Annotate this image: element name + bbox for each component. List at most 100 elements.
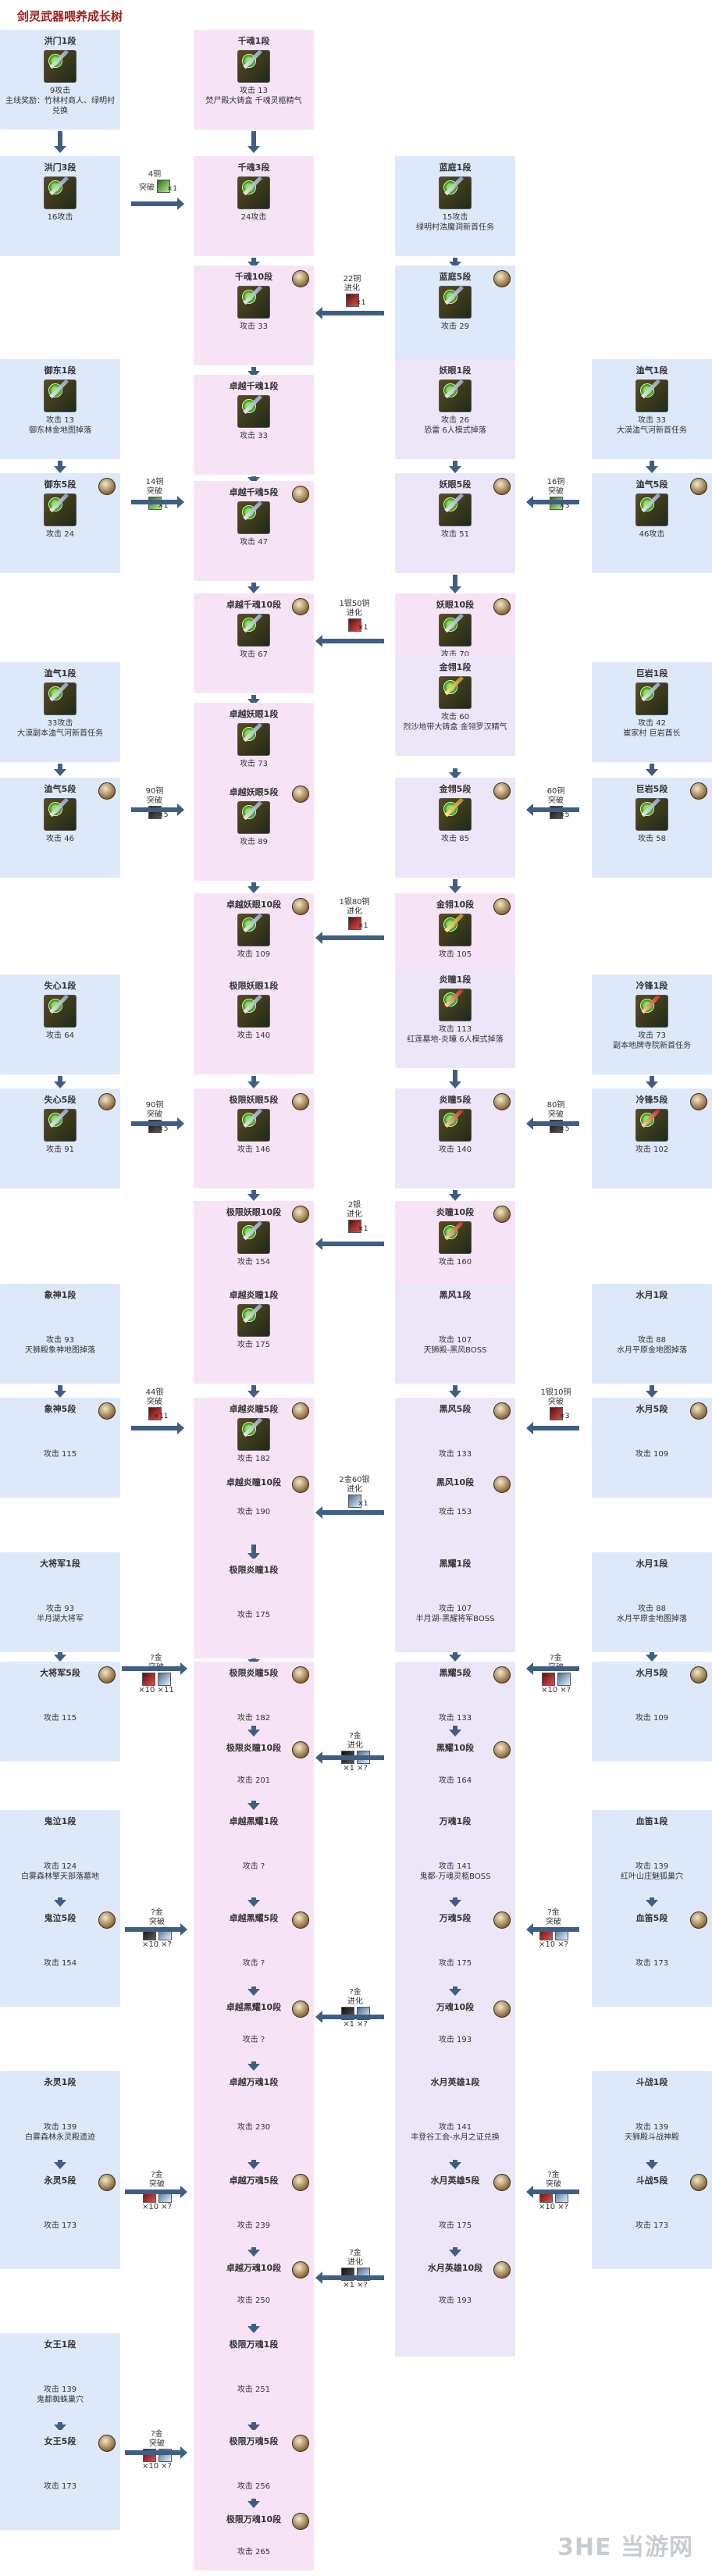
material-label: 进化 <box>347 1997 363 2006</box>
weapon-icon <box>237 176 270 209</box>
material-cost-value: ?金 <box>151 2171 163 2179</box>
node-attack: 33攻击 <box>47 719 73 728</box>
weapon-icon <box>44 994 77 1028</box>
material-icon <box>557 1673 571 1686</box>
node-name: 卓越万魂1段 <box>229 2077 279 2087</box>
material-cost-value: ?金 <box>151 1908 163 1917</box>
node-attack: 攻击 256 <box>237 2482 271 2491</box>
weapon-icon <box>439 1108 472 1142</box>
node-name: 水月5段 <box>635 1668 668 1678</box>
node-attack: 攻击 85 <box>441 835 469 843</box>
node-source: 红莲墓地-炎瞳 6人模式掉落 <box>407 1035 504 1044</box>
left-arrow <box>526 1662 579 1675</box>
node-lanting-1: 蓝庭1段 15攻击 绿明村浩魔洞新首任务 <box>395 156 515 256</box>
node-guiqi-1: 鬼泣1段 攻击 124 白雾森林擎天部落墓地 <box>0 1810 120 1910</box>
grade-badge-icon <box>292 786 309 803</box>
node-yantong-5: 炎瞳5段 攻击 140 <box>395 1088 515 1188</box>
weapon-icon <box>635 682 668 715</box>
node-attack: 攻击 175 <box>237 1341 271 1349</box>
node-source: 鬼都蜘蛛巢穴 <box>37 2396 84 2404</box>
node-zhuoyue-yaoyan-5: 卓越妖眼5段 攻击 89 <box>194 781 314 881</box>
node-name: 金翎5段 <box>439 784 472 794</box>
node-attack: 攻击 140 <box>237 1031 271 1040</box>
node-name: 女王1段 <box>44 2339 77 2350</box>
material-icon: ×3 <box>549 1407 570 1420</box>
down-arrow <box>247 1659 260 1666</box>
down-arrow <box>646 1076 658 1088</box>
grade-badge-icon <box>98 1093 116 1110</box>
node-name: 卓越炎瞳5段 <box>229 1404 279 1414</box>
node-attack: 攻击 ? <box>242 1959 265 1968</box>
material-label: 进化 <box>347 907 362 916</box>
node-source: 崔家村 巨岩酋长 <box>623 729 681 738</box>
down-arrow <box>449 1652 461 1662</box>
node-attack: 16攻击 <box>47 213 73 222</box>
material-cost: 1银80铜 进化 ×1 <box>325 898 384 930</box>
down-arrow <box>449 461 461 473</box>
node-jixian-wanhun-10: 极限万魂10段 攻击 265 <box>194 2508 314 2571</box>
down-arrow <box>449 1726 461 1737</box>
down-arrow <box>646 1652 658 1662</box>
weapon-icon <box>237 1108 270 1142</box>
material-cost-value: ?金 <box>550 1654 562 1662</box>
grade-badge-icon <box>493 2001 511 2018</box>
left-arrow <box>315 2271 384 2284</box>
material-icon: ×1 <box>347 1495 368 1508</box>
left-arrow <box>526 1923 579 1936</box>
material-qty: ×10 ×? <box>541 1686 571 1694</box>
material-label: 突破 <box>149 2439 165 2448</box>
grade-badge-icon <box>98 782 116 800</box>
node-attack: 攻击 140 <box>438 1145 472 1154</box>
node-attack: 攻击 124 <box>43 1862 77 1871</box>
node-name: 炎瞳5段 <box>439 1095 472 1105</box>
material-cost-value: ?金 <box>150 1654 162 1662</box>
material-icon <box>157 1673 171 1686</box>
material-label: 突破 <box>548 487 564 496</box>
node-attack: 攻击 29 <box>441 322 469 331</box>
node-attack: 攻击 67 <box>240 650 268 659</box>
node-name: 卓越黑耀1段 <box>229 1816 279 1826</box>
weapon-icon <box>635 994 668 1028</box>
weapon-icon <box>439 1220 472 1254</box>
node-name: 失心5段 <box>44 1095 77 1105</box>
node-yongling-5: 永灵5段 攻击 173 <box>0 2169 120 2269</box>
grade-badge-icon <box>493 1093 511 1110</box>
weapon-icon <box>237 1303 270 1337</box>
node-name: 黑耀5段 <box>439 1668 472 1678</box>
node-xuedi-5: 血笛5段 攻击 173 <box>592 1907 712 2007</box>
node-zhuoyue-heiyao-1: 卓越黑耀1段 攻击 ? <box>194 1810 314 1910</box>
node-attack: 攻击 93 <box>46 1605 74 1613</box>
grade-badge-icon <box>292 598 309 615</box>
node-name: 失心1段 <box>44 981 77 991</box>
node-name: 万魂10段 <box>436 2002 475 2012</box>
material-cost-value: 22铜 <box>343 275 361 283</box>
node-hongmen-1: 洪门1段 9攻击 主线奖励：竹林村商人、绿明村兑换 <box>0 30 120 130</box>
left-arrow <box>315 1238 384 1250</box>
weapon-icon <box>439 675 472 709</box>
down-arrow <box>54 1652 66 1662</box>
node-name: 万魂5段 <box>439 1913 472 1923</box>
grade-badge-icon <box>493 782 511 800</box>
material-cost: 1银10铜 突破 ×3 <box>528 1388 584 1420</box>
down-arrow <box>54 2422 66 2432</box>
node-nvwang-5: 女王5段 攻击 173 <box>0 2430 120 2530</box>
node-attack: 攻击 33 <box>638 416 666 425</box>
node-attack: 攻击 182 <box>237 1455 271 1463</box>
node-yongling-1: 永灵1段 攻击 139 白雾森林永灵殿遗迹 <box>0 2071 120 2171</box>
node-name: 卓越千魂10段 <box>226 600 282 610</box>
weapon-icon <box>237 722 270 756</box>
node-attack: 攻击 102 <box>635 1145 669 1154</box>
node-attack: 攻击 164 <box>438 1776 472 1785</box>
node-yaoyan-1: 妖眼1段 攻击 26 恐雷 6人模式掉落 <box>395 359 515 459</box>
weapon-icon <box>44 682 77 715</box>
material-cost-value: 2金60银 <box>339 1476 370 1484</box>
material-label: 突破 <box>548 1398 564 1406</box>
weapon-icon <box>439 988 472 1021</box>
grade-badge-icon <box>493 898 511 915</box>
material-label: 突破 <box>139 183 155 192</box>
down-arrow <box>247 131 260 153</box>
down-arrow <box>449 1385 461 1398</box>
node-name: 妖眼1段 <box>439 365 472 376</box>
material-label: 突破 <box>149 2180 165 2189</box>
node-attack: 攻击 13 <box>46 416 74 425</box>
